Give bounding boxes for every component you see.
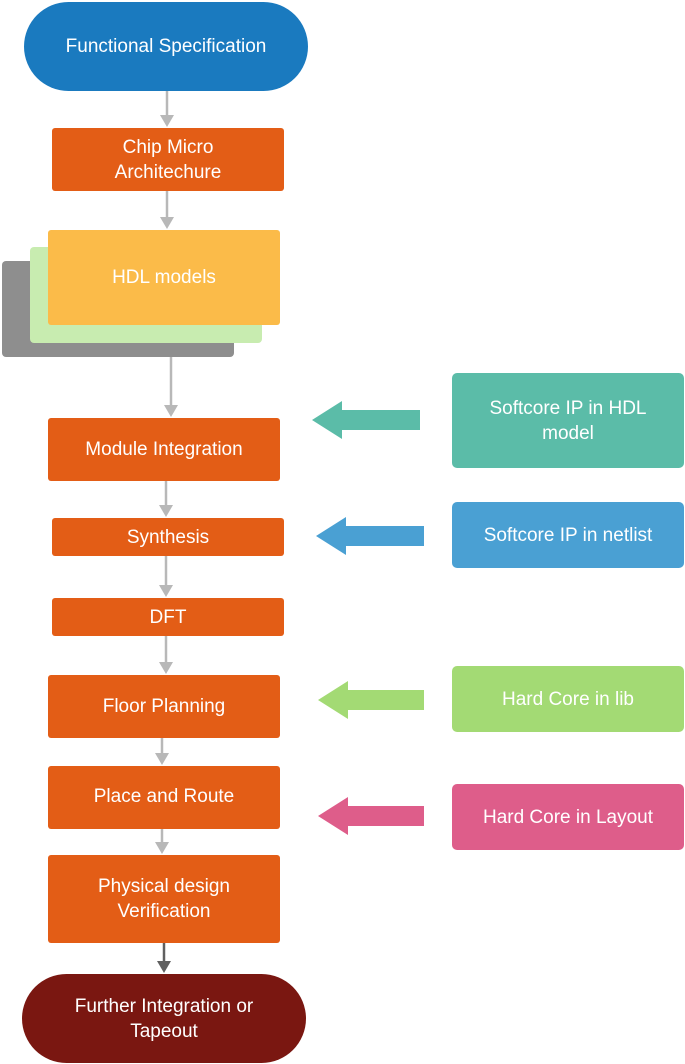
arrow-floor-to-place bbox=[155, 738, 169, 765]
softcore-ip-hdl-label-line1: Softcore IP in HDL bbox=[489, 397, 647, 419]
arrow-softcore-hdl-to-module bbox=[312, 401, 420, 439]
arrow-arch-to-hdl bbox=[160, 191, 174, 229]
arrow-place-to-verification bbox=[155, 829, 169, 854]
physical-verification-label-line1: Physical design bbox=[97, 876, 231, 897]
micro-architecture-node: Chip Micro Architechure bbox=[52, 128, 284, 191]
place-and-route-node: Place and Route bbox=[48, 766, 280, 829]
place-and-route-label: Place and Route bbox=[93, 786, 235, 807]
ip-arrows bbox=[312, 401, 424, 835]
hardcore-layout-node: Hard Core in Layout bbox=[452, 784, 684, 850]
hardcore-lib-label: Hard Core in lib bbox=[502, 688, 634, 710]
physical-verification-node: Physical design Verification bbox=[48, 855, 280, 943]
softcore-ip-hdl-label-line2: model bbox=[542, 422, 594, 444]
module-integration-node: Module Integration bbox=[48, 418, 280, 481]
floor-planning-label: Floor Planning bbox=[102, 696, 226, 717]
arrow-hdl-to-module bbox=[164, 357, 178, 417]
arrow-spec-to-arch bbox=[160, 91, 174, 127]
arrow-hardcore-layout-to-place bbox=[318, 797, 424, 835]
tapeout-node: Further Integration or Tapeout bbox=[22, 974, 306, 1063]
arrow-synthesis-to-dft bbox=[159, 556, 173, 597]
functional-specification-node: Functional Specification bbox=[24, 2, 308, 91]
hardcore-lib-node: Hard Core in lib bbox=[452, 666, 684, 732]
module-integration-label: Module Integration bbox=[85, 439, 243, 460]
softcore-ip-netlist-label: Softcore IP in netlist bbox=[483, 524, 653, 546]
tapeout-label-line2: Tapeout bbox=[130, 1020, 198, 1042]
functional-specification-label: Functional Specification bbox=[65, 36, 267, 57]
arrow-softcore-netlist-to-synthesis bbox=[316, 517, 424, 555]
synthesis-label: Synthesis bbox=[126, 526, 210, 548]
dft-label: DFT bbox=[149, 606, 187, 628]
arrow-dft-to-floor bbox=[159, 636, 173, 674]
softcore-ip-hdl-node: Softcore IP in HDL model bbox=[452, 373, 684, 468]
arrow-hardcore-lib-to-floor bbox=[318, 681, 424, 719]
synthesis-node: Synthesis bbox=[52, 518, 284, 556]
flow-arrows bbox=[155, 91, 178, 973]
softcore-ip-netlist-node: Softcore IP in netlist bbox=[452, 502, 684, 568]
hardcore-layout-label: Hard Core in Layout bbox=[482, 806, 654, 828]
dft-node: DFT bbox=[52, 598, 284, 636]
hdl-models-node: HDL models bbox=[48, 230, 280, 325]
micro-architecture-label-line1: Chip Micro bbox=[122, 136, 214, 158]
micro-architecture-label-line2: Architechure bbox=[114, 161, 222, 183]
physical-verification-label-line2: Verification bbox=[117, 901, 211, 922]
tapeout-label-line1: Further Integration or bbox=[74, 995, 254, 1017]
hdl-models-label: HDL models bbox=[112, 267, 216, 288]
arrow-module-to-synthesis bbox=[159, 481, 173, 517]
arrow-verification-to-tapeout bbox=[157, 943, 171, 973]
floor-planning-node: Floor Planning bbox=[48, 675, 280, 738]
